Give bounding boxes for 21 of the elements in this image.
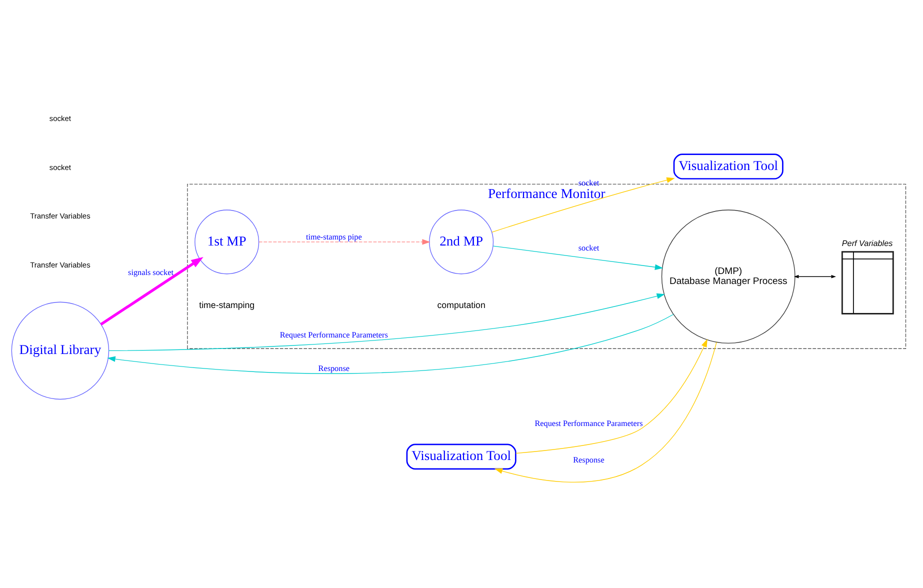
- label: socket: [49, 113, 72, 122]
- node-box: Visualization Tool: [673, 153, 784, 179]
- arrow: [108, 292, 665, 351]
- arrow: [107, 314, 674, 374]
- node-circle: 2nd MP: [429, 209, 494, 274]
- arrow: [258, 238, 430, 244]
- arrow: [794, 274, 836, 278]
- node-circle: 1st MP: [194, 209, 260, 274]
- node-circle: Digital Library: [11, 301, 110, 400]
- label: socket: [49, 162, 72, 172]
- arrow: [492, 245, 664, 270]
- arrow: [494, 341, 717, 482]
- node-box: Visualization Tool: [406, 443, 516, 470]
- node-circle: (DMP) Database Manager Process: [661, 209, 796, 344]
- label: Transfer Variables: [30, 260, 90, 270]
- node-label: computation: [437, 300, 486, 310]
- arrow: [516, 338, 708, 454]
- node-label: time-stamping: [199, 300, 255, 310]
- label: Transfer Variables: [30, 211, 90, 220]
- arrow: [100, 256, 204, 325]
- arrow: [492, 176, 675, 232]
